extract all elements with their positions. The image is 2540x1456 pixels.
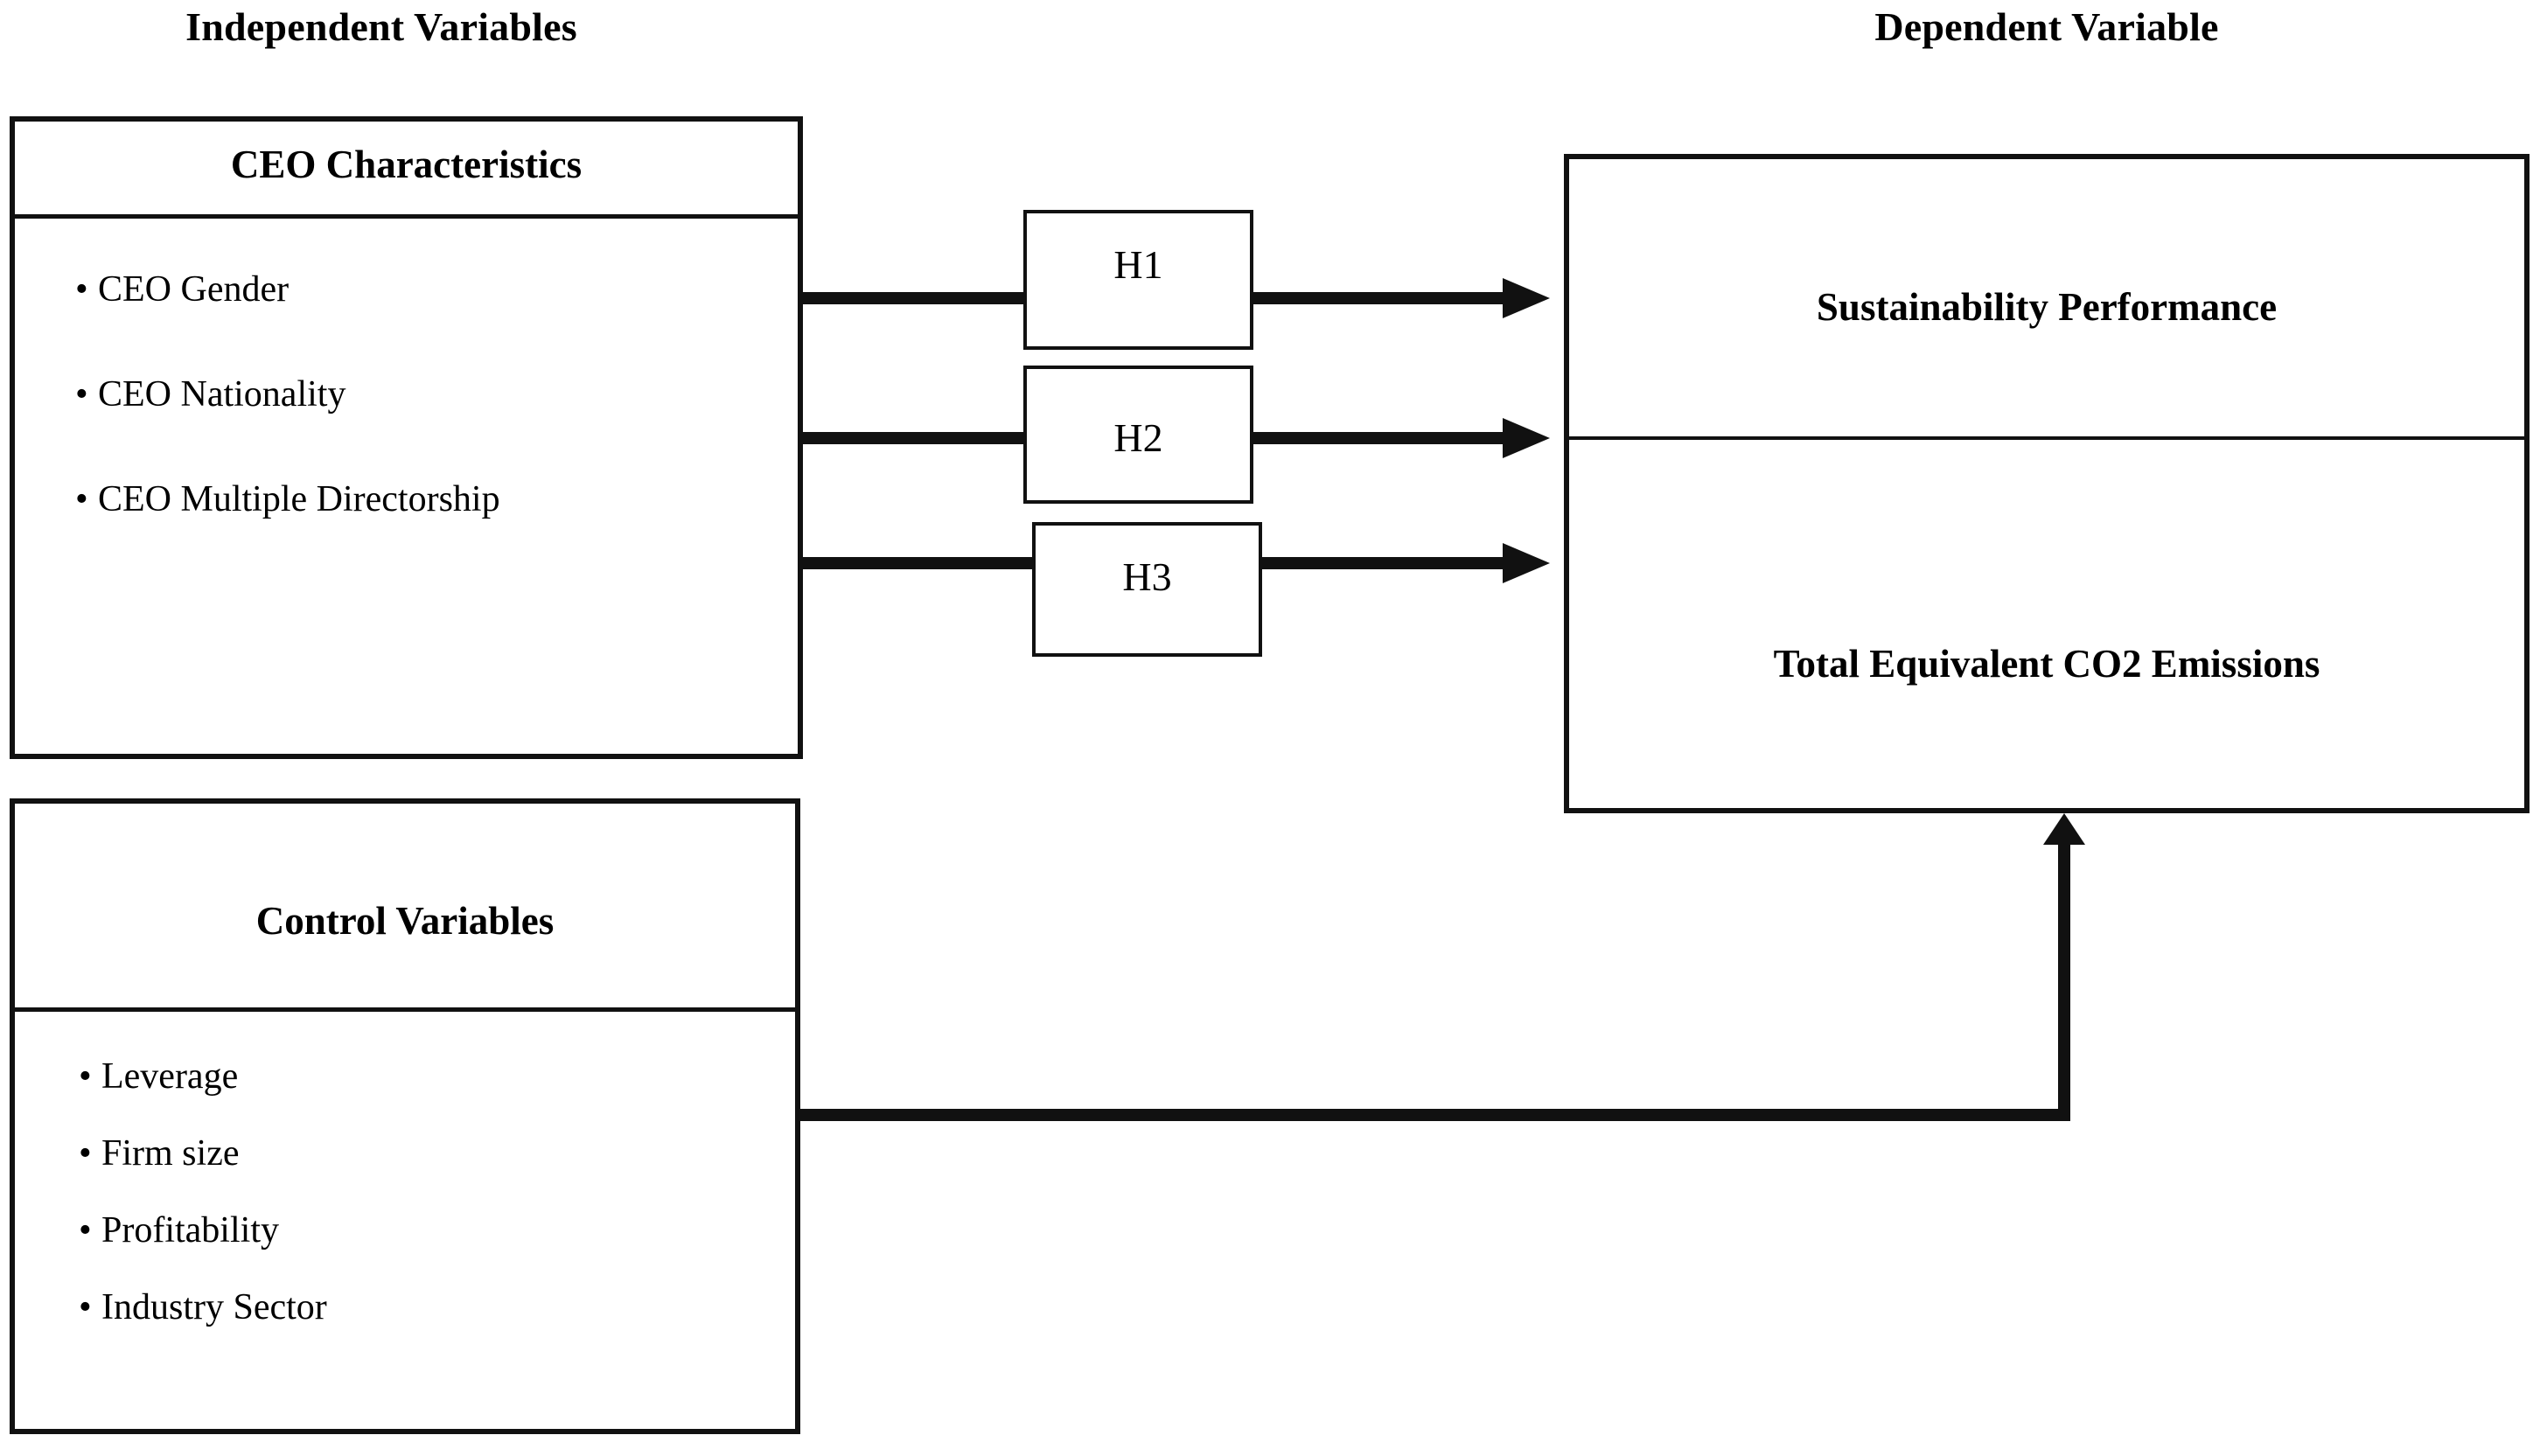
bullet-icon: • [79, 1210, 92, 1250]
list-item: •CEO Nationality [75, 376, 500, 413]
bullet-icon: • [75, 269, 88, 310]
ceo-characteristics-header: CEO Characteristics [230, 143, 583, 186]
hypothesis-box-h1: H1 [1023, 210, 1253, 350]
arrow-shaft-h3-out [1260, 557, 1513, 569]
hypothesis-label: H3 [1122, 554, 1172, 599]
hypothesis-label: H1 [1113, 242, 1163, 287]
bullet-icon: • [79, 1056, 92, 1097]
control-variables-list: •Leverage •Firm size •Profitability •Ind… [79, 1058, 327, 1366]
control-box-divider [15, 1007, 795, 1012]
ceo-box-divider [15, 214, 798, 219]
arrow-shaft-h1-out [1251, 292, 1513, 304]
list-item-label: Profitability [101, 1210, 279, 1250]
arrow-head-h1 [1503, 278, 1550, 318]
bullet-icon: • [79, 1287, 92, 1327]
list-item-label: Firm size [101, 1133, 240, 1174]
list-item: •CEO Multiple Directorship [75, 481, 500, 518]
list-item: •Firm size [79, 1135, 327, 1172]
total-equivalent-co2-emissions-label: Total Equivalent CO2 Emissions [1773, 642, 2320, 686]
list-item: •CEO Gender [75, 271, 500, 308]
list-item-label: CEO Nationality [98, 374, 346, 415]
arrow-shaft-control-vertical [2058, 831, 2070, 1121]
arrow-shaft-control-horizontal [800, 1109, 2070, 1121]
dependent-box-divider [1564, 436, 2530, 440]
list-item: •Leverage [79, 1058, 327, 1095]
arrow-shaft-h2-in [803, 432, 1027, 444]
ceo-characteristics-box [10, 116, 803, 759]
dependent-variable-box [1564, 154, 2530, 813]
arrow-head-h2 [1503, 418, 1550, 458]
control-variables-header: Control Variables [255, 899, 555, 943]
bullet-icon: • [75, 374, 88, 415]
sustainability-performance-label: Sustainability Performance [1816, 285, 2278, 329]
list-item: •Industry Sector [79, 1289, 327, 1326]
list-item-label: CEO Multiple Directorship [98, 479, 500, 519]
dependent-variable-title: Dependent Variable [1874, 4, 2219, 49]
list-item: •Profitability [79, 1212, 327, 1249]
arrow-head-h3 [1503, 543, 1550, 583]
ceo-characteristics-list: •CEO Gender •CEO Nationality •CEO Multip… [75, 271, 500, 586]
hypothesis-box-h3: H3 [1032, 522, 1262, 657]
bullet-icon: • [75, 479, 88, 519]
hypothesis-box-h2: H2 [1023, 366, 1253, 504]
arrow-shaft-h2-out [1251, 432, 1513, 444]
list-item-label: Industry Sector [101, 1287, 327, 1327]
independent-variables-title: Independent Variables [185, 4, 577, 49]
bullet-icon: • [79, 1133, 92, 1174]
arrow-shaft-h3-in [803, 557, 1036, 569]
arrow-head-control [2043, 813, 2085, 845]
arrow-shaft-h1-in [803, 292, 1027, 304]
hypothesis-label: H2 [1113, 415, 1163, 460]
control-variables-box [10, 798, 800, 1434]
list-item-label: CEO Gender [98, 269, 290, 310]
list-item-label: Leverage [101, 1056, 239, 1097]
